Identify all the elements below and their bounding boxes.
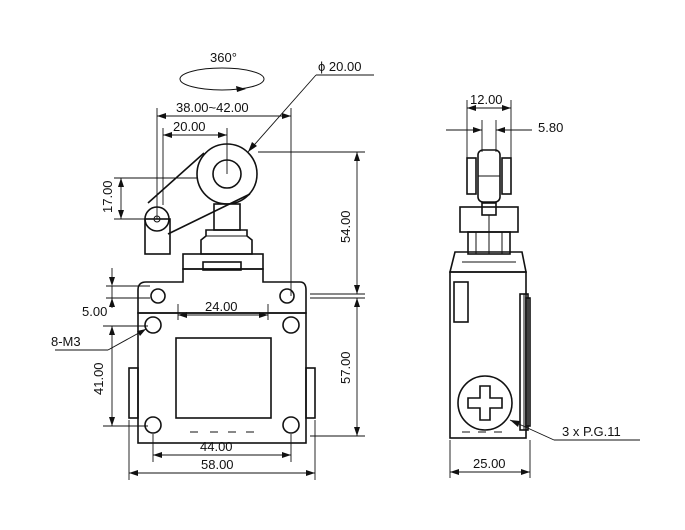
side-view: 12.00 5.80 3 x P.G.11 25.00 — [446, 92, 640, 478]
body-depth-label: 25.00 — [473, 456, 506, 471]
dim-mount-height: 41.00 — [91, 325, 148, 427]
mount-spacing-label: 44.00 — [200, 439, 233, 454]
dim-actuator-height: 54.00 — [258, 151, 365, 295]
body-height-label: 57.00 — [338, 351, 353, 384]
hole-offset-label: 5.00 — [82, 304, 107, 319]
rotation-indicator: 360° — [179, 50, 265, 92]
actuator-height-label: 54.00 — [338, 210, 353, 243]
switch-head — [137, 268, 307, 314]
front-view: 360° — [51, 50, 374, 480]
lever-height-label: 17.00 — [100, 180, 115, 213]
dim-top-hole-spacing: 24.00 — [177, 299, 269, 320]
rotation-label: 360° — [210, 50, 237, 65]
dim-mount-spacing: 44.00 — [152, 434, 292, 462]
dim-conduit-spec: 3 x P.G.11 — [509, 419, 640, 441]
side-head — [448, 251, 527, 273]
screw-spec-label: 8-M3 — [51, 334, 81, 349]
dim-hole-offset: 5.00 — [82, 268, 150, 319]
dim-screw-spec: 8-M3 — [51, 328, 147, 351]
dim-roller-width: 12.00 — [466, 92, 512, 158]
dim-roller-thickness: 5.80 — [446, 120, 563, 152]
dim-lever-range: 38.00~42.00 — [156, 100, 292, 296]
dim-body-height: 57.00 — [310, 297, 365, 437]
roller-thickness-label: 5.80 — [538, 120, 563, 135]
lever-offset-label: 20.00 — [173, 119, 206, 134]
roller-diameter-label: ϕ 20.00 — [318, 59, 361, 74]
roller-width-label: 12.00 — [470, 92, 503, 107]
body-width-label: 58.00 — [201, 457, 234, 472]
top-hole-spacing-label: 24.00 — [205, 299, 238, 314]
lever-arm — [144, 143, 258, 255]
dim-lever-offset: 20.00 — [162, 119, 228, 205]
switch-body — [128, 312, 316, 444]
dim-body-depth: 25.00 — [449, 440, 531, 478]
side-body — [449, 271, 531, 439]
plunger — [182, 203, 264, 271]
dim-body-width: 58.00 — [128, 420, 316, 480]
lever-range-label: 38.00~42.00 — [176, 100, 249, 115]
dim-roller-diameter: ϕ 20.00 — [247, 59, 374, 153]
dim-lever-height: 17.00 — [100, 177, 197, 220]
mount-height-label: 41.00 — [91, 362, 106, 395]
conduit-spec-label: 3 x P.G.11 — [562, 424, 621, 439]
side-roller — [459, 149, 519, 255]
